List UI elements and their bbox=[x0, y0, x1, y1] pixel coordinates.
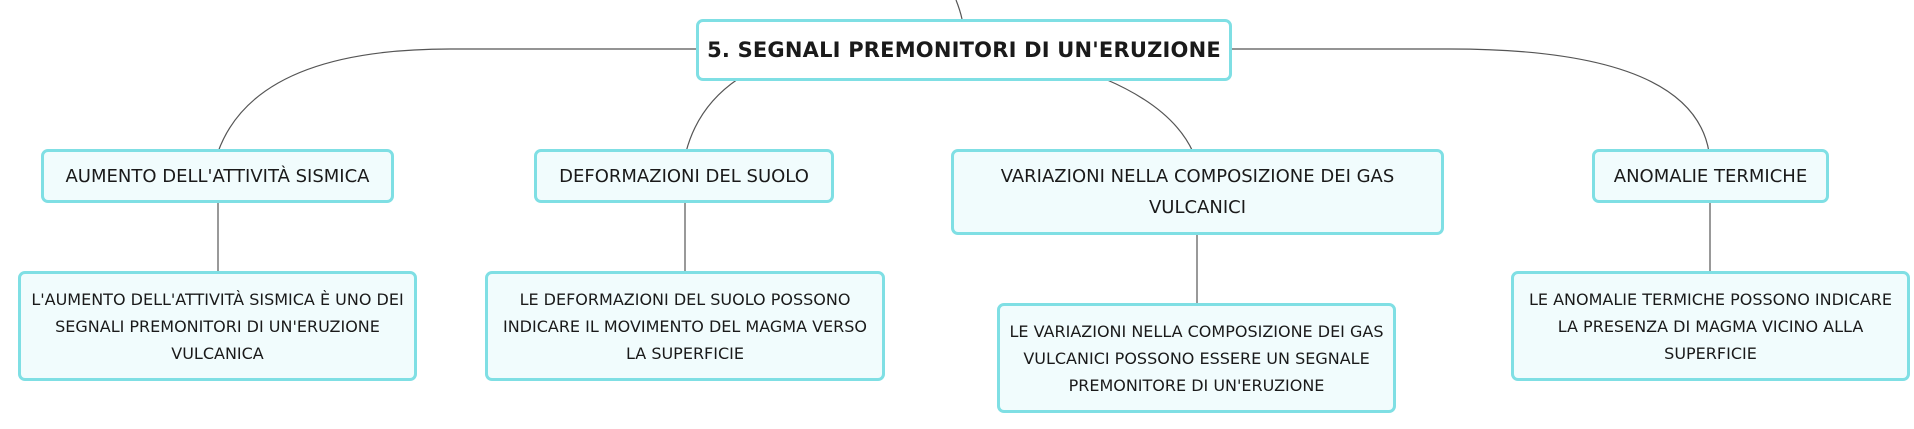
detail-label: L'AUMENTO DELL'ATTIVITÀ SISMICA È UNO DE… bbox=[31, 289, 404, 363]
connector-root-branch-4 bbox=[1232, 48, 1710, 153]
branch-topic-thermal-anomalies[interactable]: ANOMALIE TERMICHE bbox=[1592, 149, 1829, 203]
connector-root-branch-1 bbox=[217, 48, 696, 153]
detail-label: LE VARIAZIONI NELLA COMPOSIZIONE DEI GAS… bbox=[1009, 321, 1384, 395]
central-topic[interactable]: 5. SEGNALI PREMONITORI DI UN'ERUZIONE bbox=[696, 19, 1232, 81]
branch-topic-label: DEFORMAZIONI DEL SUOLO bbox=[559, 165, 809, 187]
branch-topic-label: ANOMALIE TERMICHE bbox=[1613, 165, 1808, 187]
detail-label: LE DEFORMAZIONI DEL SUOLO POSSONO INDICA… bbox=[502, 289, 868, 363]
detail-thermal-anomalies[interactable]: LE ANOMALIE TERMICHE POSSONO INDICARE LA… bbox=[1511, 271, 1910, 381]
branch-topic-seismic-activity[interactable]: AUMENTO DELL'ATTIVITÀ SISMICA bbox=[41, 149, 394, 203]
detail-label: LE ANOMALIE TERMICHE POSSONO INDICARE LA… bbox=[1529, 289, 1892, 363]
central-topic-label: 5. SEGNALI PREMONITORI DI UN'ERUZIONE bbox=[707, 38, 1221, 62]
detail-gas-composition[interactable]: LE VARIAZIONI NELLA COMPOSIZIONE DEI GAS… bbox=[997, 303, 1396, 413]
branch-topic-ground-deformation[interactable]: DEFORMAZIONI DEL SUOLO bbox=[534, 149, 834, 203]
detail-seismic-activity[interactable]: L'AUMENTO DELL'ATTIVITÀ SISMICA È UNO DE… bbox=[18, 271, 417, 381]
connector-parent bbox=[955, 0, 963, 20]
connector-root-branch-2 bbox=[685, 78, 739, 153]
detail-ground-deformation[interactable]: LE DEFORMAZIONI DEL SUOLO POSSONO INDICA… bbox=[485, 271, 885, 381]
branch-topic-gas-composition[interactable]: VARIAZIONI NELLA COMPOSIZIONE DEI GAS VU… bbox=[951, 149, 1444, 235]
branch-topic-label: VARIAZIONI NELLA COMPOSIZIONE DEI GAS VU… bbox=[1000, 166, 1395, 218]
branch-topic-label: AUMENTO DELL'ATTIVITÀ SISMICA bbox=[65, 165, 370, 187]
connector-root-branch-3 bbox=[1104, 78, 1194, 153]
